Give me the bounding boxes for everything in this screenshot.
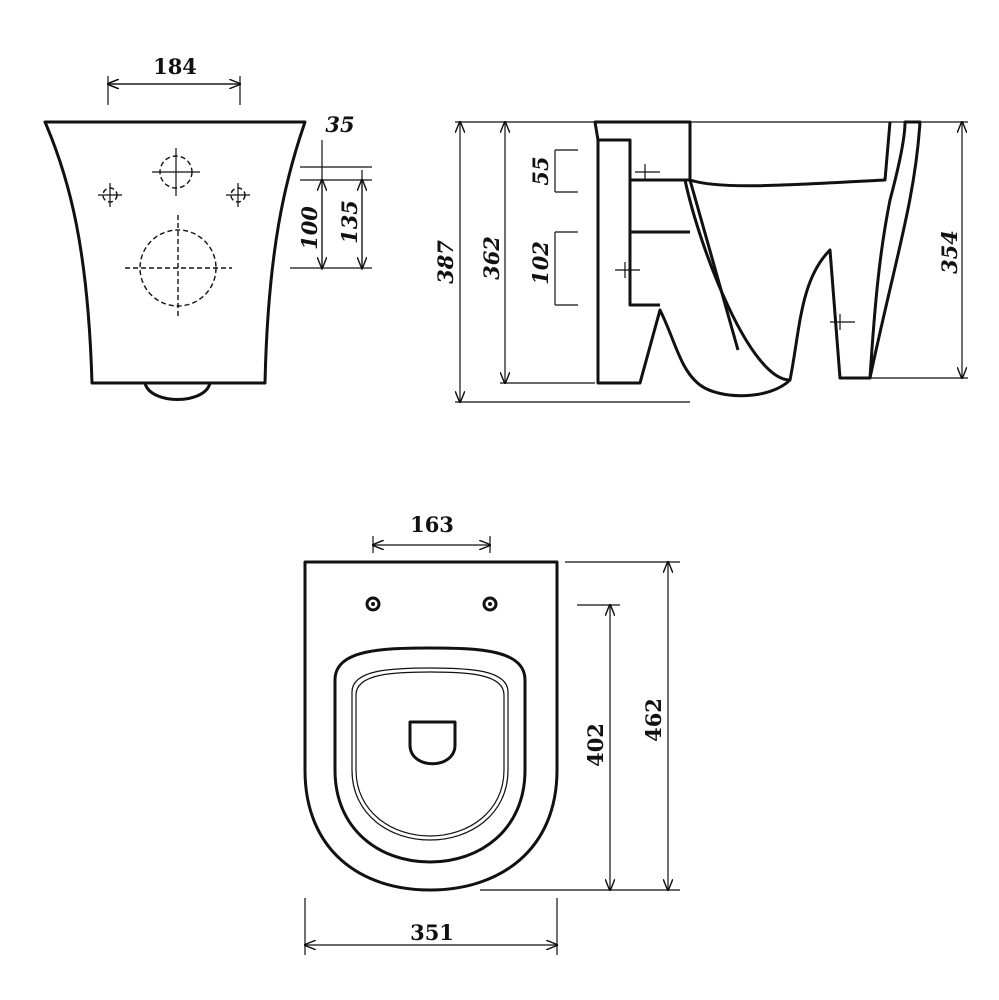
dim-351: 351: [410, 920, 454, 945]
dim-55: 55: [528, 156, 553, 185]
dim-35: 35: [325, 112, 354, 137]
front-view: 184 35 100 135: [43, 54, 372, 401]
dim-462: 462: [641, 698, 666, 742]
dim-102: 102: [528, 241, 553, 285]
dim-402: 402: [583, 723, 608, 767]
top-view: 163 402 462 351: [303, 512, 680, 955]
dim-163: 163: [410, 512, 454, 537]
dim-354: 354: [937, 230, 962, 274]
side-view: 387 362 55 102 354: [433, 120, 968, 402]
dim-100: 100: [297, 206, 322, 250]
dim-362: 362: [479, 236, 504, 280]
dim-135: 135: [337, 200, 362, 244]
dim-387: 387: [433, 240, 458, 284]
dim-184: 184: [153, 54, 197, 79]
